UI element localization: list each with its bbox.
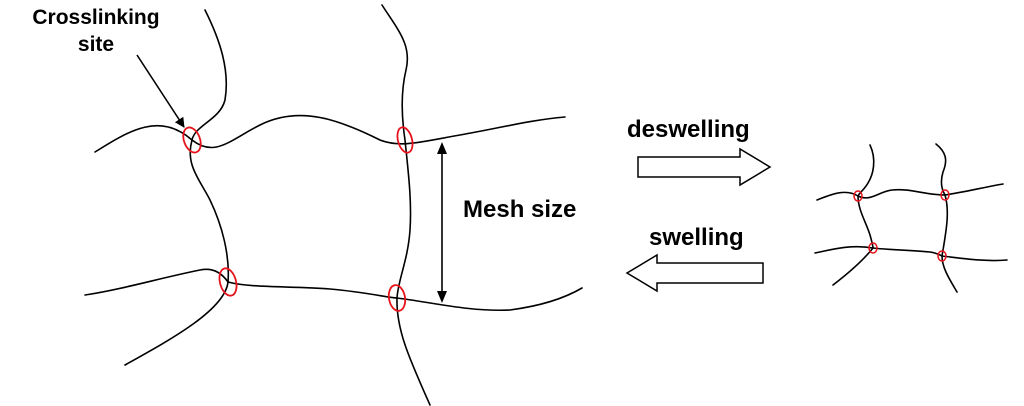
polymer-chain-right-vertical xyxy=(381,4,431,406)
crosslinking-site-label-line1: Crosslinking xyxy=(32,6,160,29)
deswelling-label: deswelling xyxy=(627,116,750,143)
small-chain-left-vertical xyxy=(832,195,874,286)
crosslink-pointer-arrow xyxy=(136,54,185,128)
polymer-chain-left-vertical xyxy=(124,139,230,366)
polymer-chain-top xyxy=(94,114,566,153)
crosslink-site-bottom-right xyxy=(387,284,407,312)
small-chain-bottom xyxy=(814,245,1008,262)
swelling-arrow xyxy=(625,253,764,293)
small-crosslink-site-top-left xyxy=(853,190,863,202)
polymer-chain-upper-left xyxy=(191,9,228,141)
small-chain-top xyxy=(816,183,1004,201)
small-chain-right-vertical xyxy=(935,143,958,293)
crosslinking-site-label-line2: site xyxy=(77,33,115,56)
crosslink-sites-deswollen xyxy=(853,189,950,262)
polymer-chain-bottom xyxy=(84,268,583,312)
crosslink-site-top-left xyxy=(182,126,202,154)
small-crosslink-site-bottom-left xyxy=(868,242,878,254)
crosslink-sites-swollen xyxy=(182,126,414,312)
small-chain-left-upper xyxy=(857,144,875,197)
mesh-size-label: Mesh size xyxy=(463,196,577,223)
swelling-label: swelling xyxy=(649,224,744,251)
deswelling-arrow xyxy=(637,147,772,187)
deswollen-network xyxy=(814,143,1008,293)
small-crosslink-site-bottom-right xyxy=(937,250,947,262)
crosslink-site-top-right xyxy=(396,126,414,154)
crosslink-site-bottom-left xyxy=(218,267,238,297)
mesh-size-arrow xyxy=(437,142,447,303)
swollen-network xyxy=(84,4,583,406)
small-crosslink-site-top-right xyxy=(940,189,950,201)
crosslinking-site-label: Crosslinking site xyxy=(8,4,184,58)
